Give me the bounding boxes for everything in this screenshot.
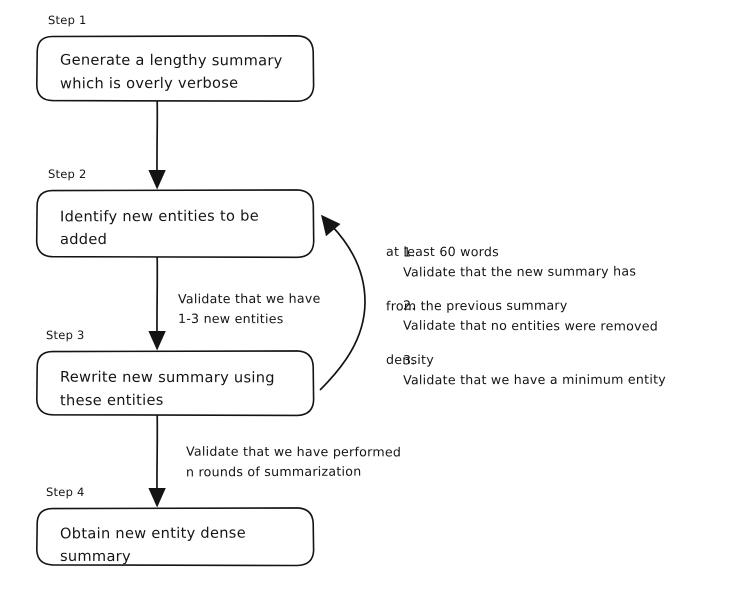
step-1-text-line-1: Generate a lengthy summary xyxy=(59,51,283,70)
edge-label-step2-step3-line-1: Validate that we have xyxy=(177,290,321,307)
step-3-label: Step 3 xyxy=(45,327,85,343)
edge-label-step2-step3-line-2: 1-3 new entities xyxy=(177,310,284,327)
step-1-box[interactable] xyxy=(36,35,315,102)
step-2-text-line-2: added xyxy=(59,230,108,249)
validation-rule-1-line-2: at least 60 words xyxy=(385,243,499,260)
step-1-text-line-2: which is overly verbose xyxy=(59,74,239,93)
step-3-text-line-2: these entities xyxy=(59,391,164,410)
arrow-step3-to-step4-head xyxy=(148,488,166,508)
step-4-box[interactable] xyxy=(36,507,315,567)
step-3-box[interactable] xyxy=(36,350,315,417)
step-2-box[interactable] xyxy=(35,189,315,259)
edge-label-step3-step4-line-1: Validate that we have performed xyxy=(185,443,402,460)
step-4-label: Step 4 xyxy=(45,484,85,500)
arrow-step3-to-step2-curve xyxy=(319,224,366,391)
step-3-text-line-1: Rewrite new summary using xyxy=(59,368,275,387)
arrow-step3-to-step2-head xyxy=(321,214,341,237)
step-2-text-line-1: Identify new entities to be xyxy=(59,207,259,226)
step-4-text-line-2: summary xyxy=(59,547,131,566)
validation-rule-3-text: Validate that we have a minimum entity xyxy=(403,371,666,388)
step-1-label: Step 1 xyxy=(47,12,87,28)
edge-label-step3-step4-line-2: n rounds of summarization xyxy=(185,463,362,480)
validation-rule-2-line-2: from the previous summary xyxy=(385,297,568,314)
arrow-step2-to-step3-head xyxy=(148,331,166,351)
step-2-label: Step 2 xyxy=(47,166,87,182)
step-4-text-line-1: Obtain new entity dense xyxy=(59,524,246,543)
arrow-step1-to-step2-head xyxy=(148,170,166,190)
validation-rule-3-line-2: density xyxy=(385,351,434,368)
